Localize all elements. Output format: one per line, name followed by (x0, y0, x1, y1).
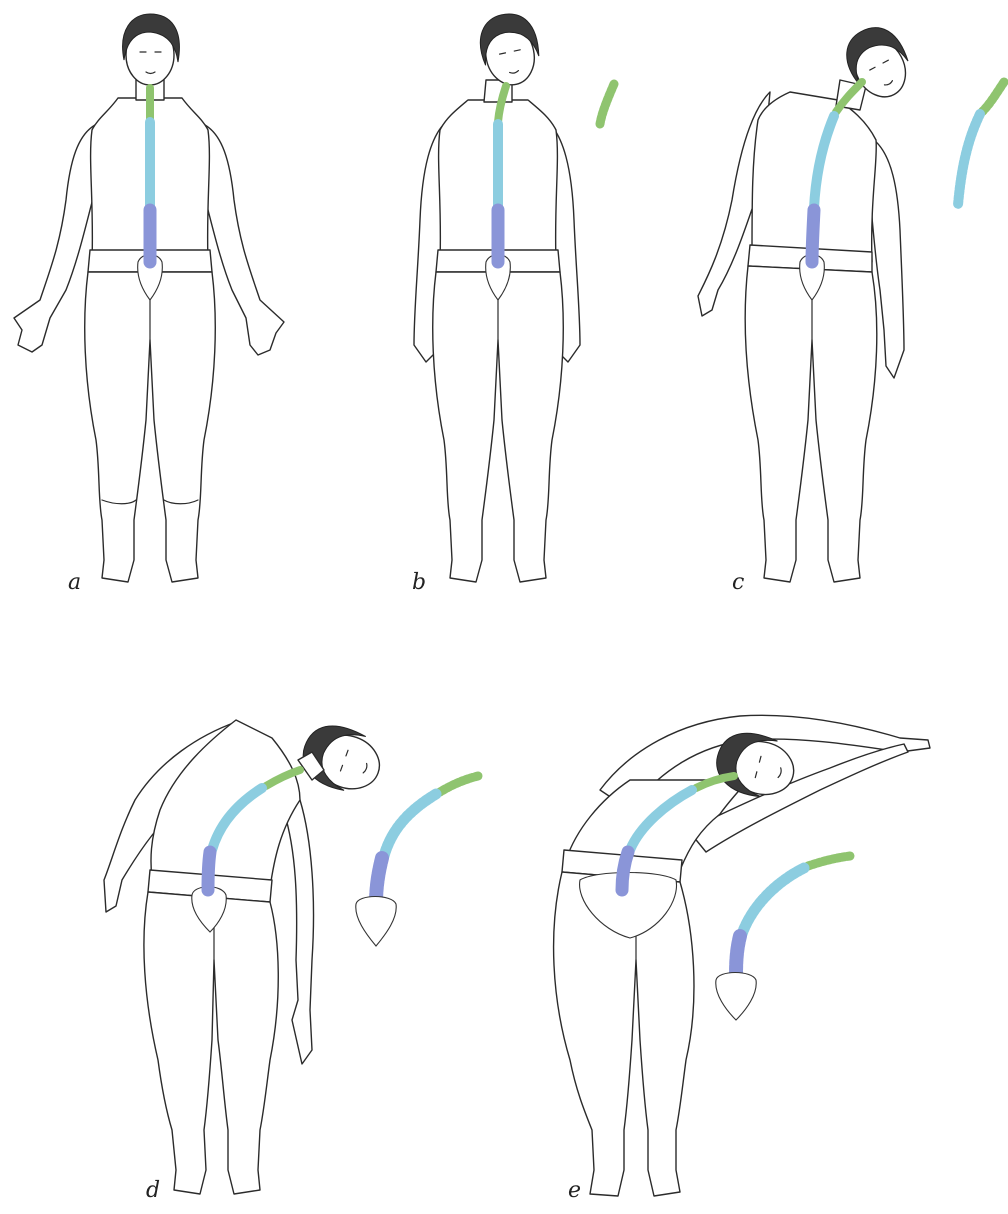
panel-d-spine-detail (356, 776, 478, 946)
panel-c-figure (698, 18, 1004, 582)
panel-d-figure (104, 717, 478, 1194)
panel-a-figure (14, 14, 284, 582)
panel-label-c: c (732, 572, 744, 594)
panel-e-spine-detail (716, 856, 850, 1020)
panel-e-figure (554, 715, 930, 1196)
panel-label-a: a (68, 572, 81, 594)
panel-b-figure (414, 9, 614, 582)
panel-label-e: e (568, 1180, 581, 1202)
panel-label-d: d (146, 1180, 160, 1202)
panel-c-spine-detail (958, 82, 1004, 205)
panel-label-b: b (412, 572, 426, 594)
panel-b-cervical-detail (600, 84, 614, 124)
